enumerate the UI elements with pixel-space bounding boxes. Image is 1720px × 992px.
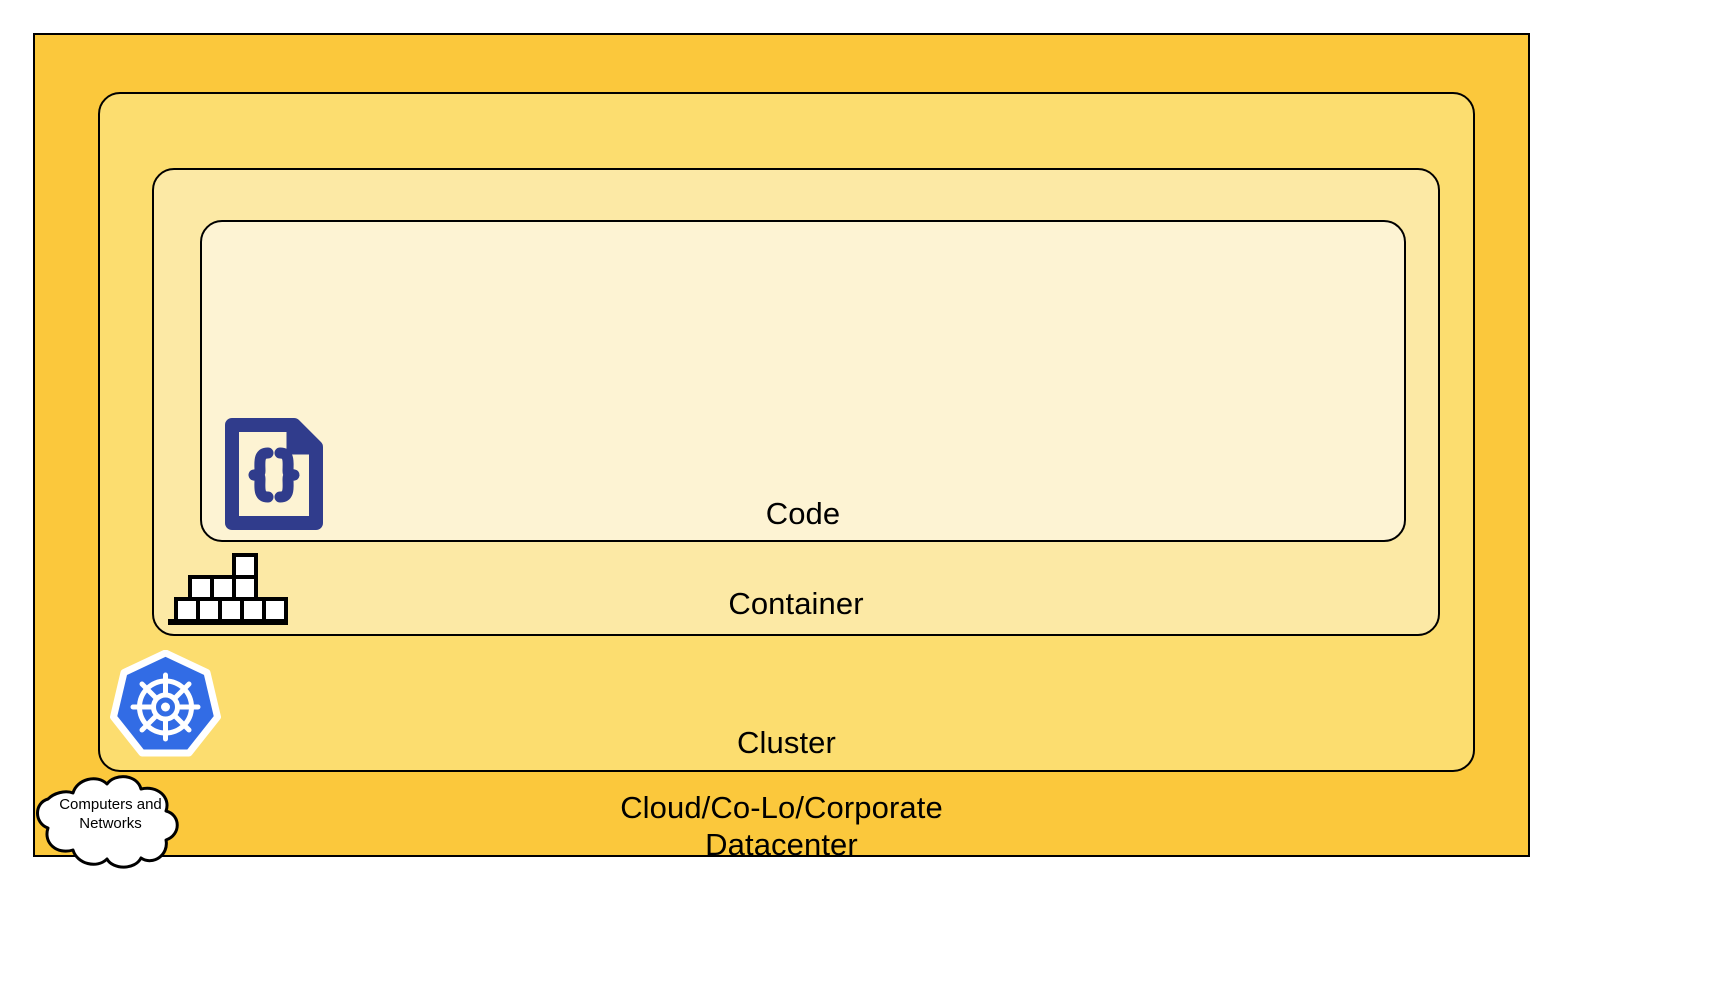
layer-box-code[interactable] [200, 220, 1406, 542]
layer-label-datacenter: Cloud/Co-Lo/Corporate Datacenter [620, 790, 943, 862]
kubernetes-helm-icon [108, 649, 223, 768]
computers-and-networks-callout[interactable]: Computers and Networks [33, 771, 188, 871]
layer-label-code: Code [765, 496, 841, 531]
stacked-blocks-icon [166, 553, 290, 626]
code-braces-document-icon [222, 415, 326, 533]
cloud-shape-icon [36, 775, 179, 869]
layer-label-container: Container [728, 586, 864, 621]
layer-label-cluster: Cluster [737, 725, 836, 760]
